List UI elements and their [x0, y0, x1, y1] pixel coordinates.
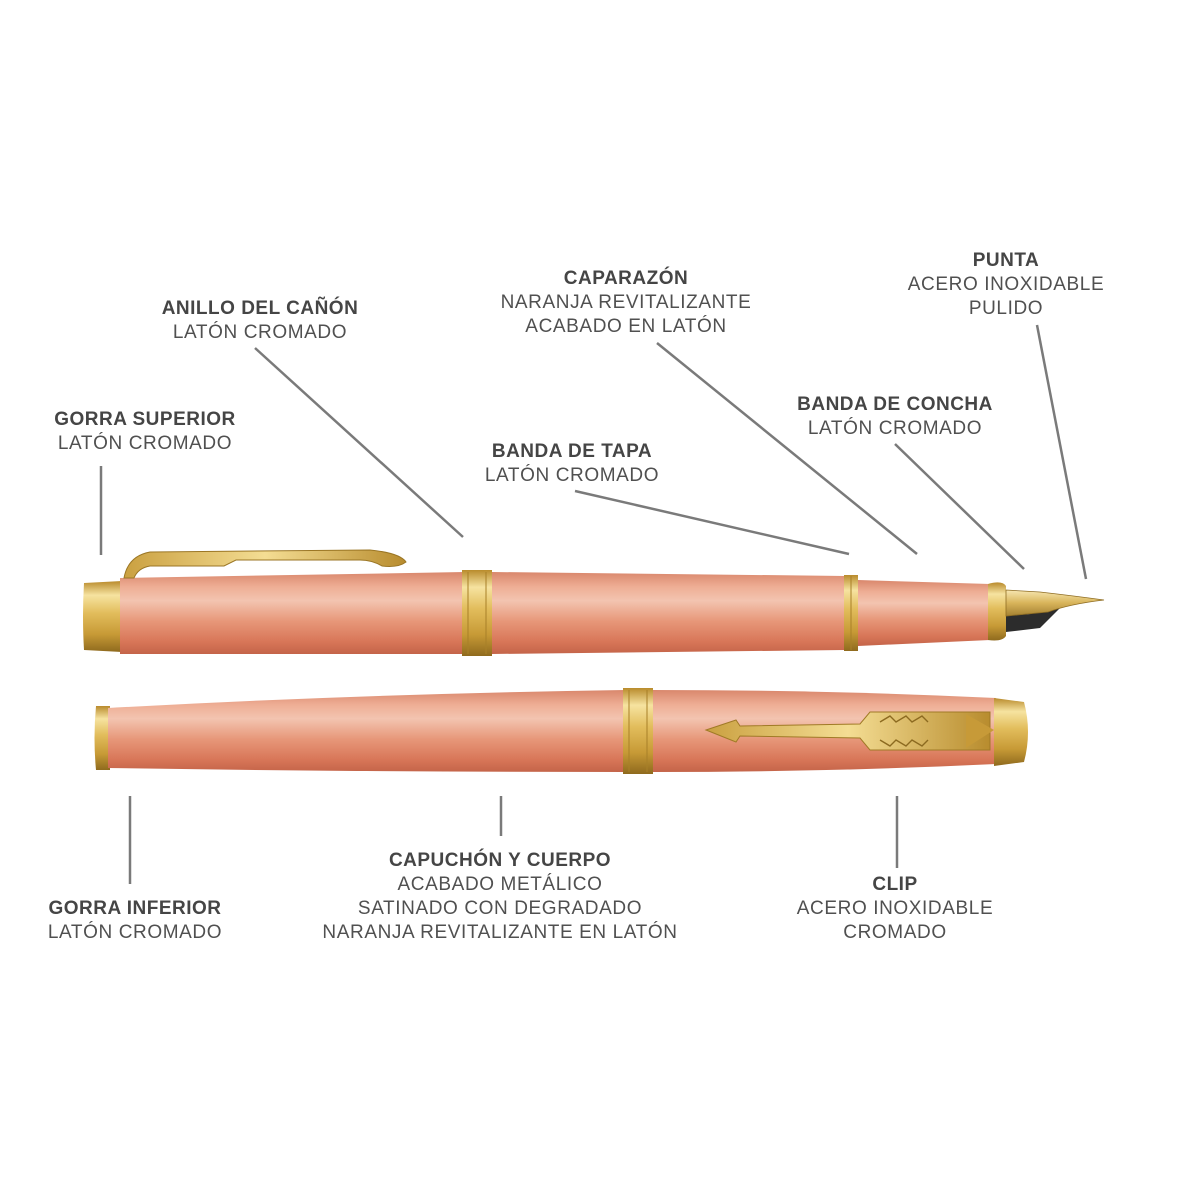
leader-banda-de-tapa [574, 489, 850, 556]
leader-caparazon [656, 342, 918, 555]
callout-punta: PUNTA ACERO INOXIDABLE PULIDO [886, 249, 1126, 321]
leader-anillo-del-canon [254, 347, 464, 538]
callout-desc: LATÓN CROMADO [172, 322, 348, 343]
callout-title: GORRA INFERIOR [48, 898, 222, 919]
callout-desc: LATÓN CROMADO [57, 433, 233, 454]
callout-title: CAPARAZÓN [563, 268, 689, 289]
barrel-ring [462, 570, 492, 656]
pen-body [108, 690, 625, 772]
callout-clip: CLIP ACERO INOXIDABLE CROMADO [775, 873, 1015, 945]
callout-desc: LATÓN CROMADO [47, 922, 223, 943]
callout-title: BANDA DE TAPA [491, 441, 653, 462]
bottom-end-cap [94, 706, 110, 770]
cap-barrel [120, 572, 465, 654]
callout-title: PUNTA [972, 250, 1040, 271]
callout-title: ANILLO DEL CAÑÓN [161, 298, 359, 319]
cap-clip [123, 549, 407, 579]
callout-desc: ACABADO EN LATÓN [525, 316, 727, 337]
callout-desc: ACERO INOXIDABLE [796, 898, 994, 919]
callout-desc: SATINADO CON DEGRADADO [357, 898, 643, 919]
top-cap-end [83, 581, 122, 652]
cap-finial [994, 698, 1028, 766]
callout-desc: LATÓN CROMADO [807, 418, 983, 439]
callout-banda-de-tapa: BANDA DE TAPA LATÓN CROMADO [462, 440, 682, 488]
leader-punta [1035, 324, 1088, 580]
callout-anillo-del-canon: ANILLO DEL CAÑÓN LATÓN CROMADO [130, 297, 390, 345]
callout-desc: PULIDO [968, 298, 1044, 319]
callout-title: GORRA SUPERIOR [54, 409, 236, 430]
callout-banda-de-concha: BANDA DE CONCHA LATÓN CROMADO [770, 393, 1020, 441]
nib [1005, 589, 1105, 617]
feed [1006, 606, 1062, 632]
callout-title: CAPUCHÓN Y CUERPO [388, 850, 612, 871]
callout-gorra-inferior: GORRA INFERIOR LATÓN CROMADO [15, 897, 255, 945]
callout-gorra-superior: GORRA SUPERIOR LATÓN CROMADO [20, 408, 270, 456]
callout-title: BANDA DE CONCHA [797, 394, 993, 415]
leader-banda-de-concha [894, 443, 1025, 570]
barrel-body [492, 572, 845, 654]
callout-caparazon: CAPARAZÓN NARANJA REVITALIZANTE ACABADO … [466, 267, 786, 339]
callout-desc: LATÓN CROMADO [484, 465, 660, 486]
callout-desc: NARANJA REVITALIZANTE [500, 292, 752, 313]
callout-desc: ACABADO METÁLICO [397, 874, 603, 895]
center-band [623, 688, 653, 774]
grip-section [858, 580, 990, 646]
arrow-clip [704, 711, 994, 751]
shell-band [988, 582, 1006, 641]
callout-desc: NARANJA REVITALIZANTE EN LATÓN [322, 922, 678, 943]
leader-lines [99, 324, 1088, 884]
callout-desc: CROMADO [843, 922, 947, 943]
callout-capuchon-y-cuerpo: CAPUCHÓN Y CUERPO ACABADO METÁLICO SATIN… [290, 849, 710, 945]
callout-title: CLIP [872, 874, 918, 895]
callout-desc: ACERO INOXIDABLE [907, 274, 1105, 295]
pen-bottom-capped [94, 688, 1028, 774]
pen-top-assembled [83, 549, 1105, 656]
